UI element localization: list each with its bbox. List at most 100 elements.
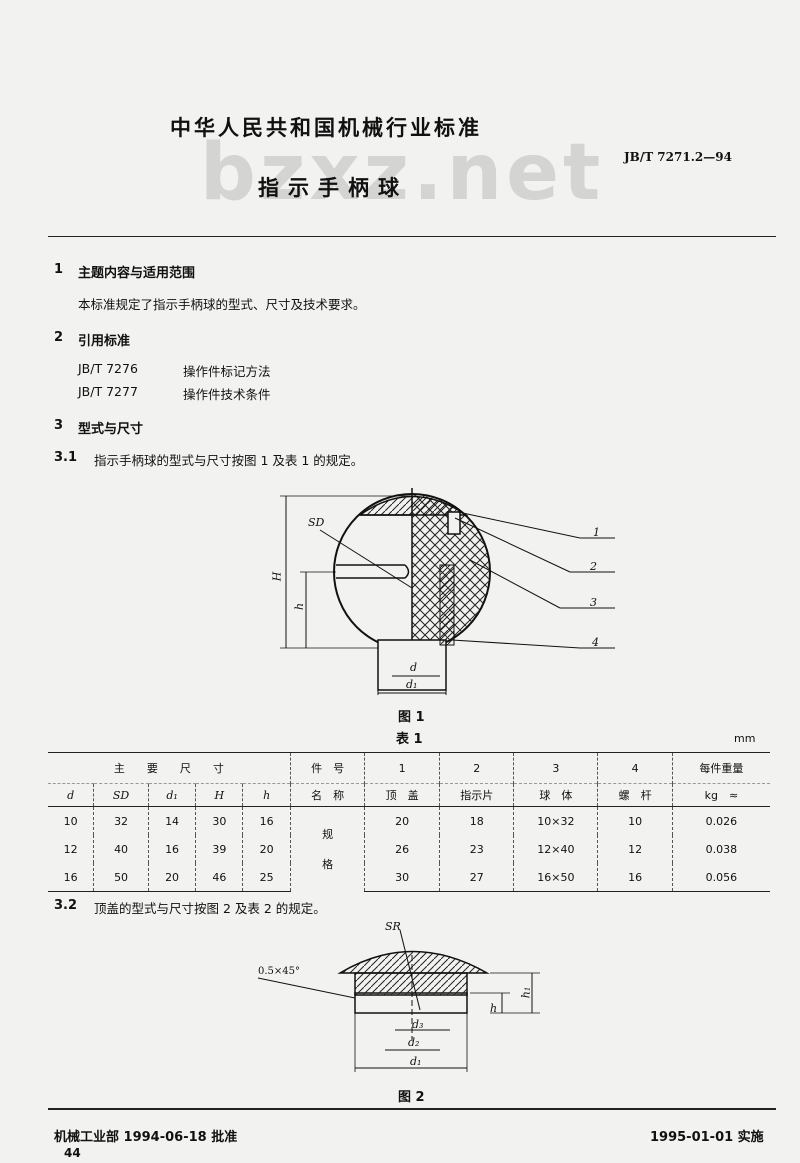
footer-rule bbox=[48, 1108, 776, 1110]
cell-h: 25 bbox=[242, 863, 291, 892]
cell-p3: 10×32 bbox=[513, 806, 598, 835]
ref-1-code: JB/T 7276 bbox=[78, 361, 138, 376]
section-2-number: 2 bbox=[54, 330, 64, 345]
cell-p2: 27 bbox=[438, 863, 514, 892]
cell-sd: 50 bbox=[93, 863, 149, 892]
spec-label-2: 格 bbox=[322, 858, 334, 872]
part-name-1: 顶 盖 bbox=[364, 783, 440, 807]
section-3-number: 3 bbox=[54, 418, 64, 433]
ref-2-name: 操作件技术条件 bbox=[183, 387, 271, 402]
section-3-1-text: 指示手柄球的型式与尺寸按图 1 及表 1 的规定。 bbox=[94, 453, 364, 468]
table-row: 12 40 16 39 20 26 23 12×40 12 0.038 bbox=[48, 835, 770, 863]
table-header-row-1: 主 要 尺 寸 件 号 1 2 3 4 每件重量 bbox=[48, 752, 770, 784]
subhead-h: h bbox=[242, 783, 291, 807]
fig1-label-d: d bbox=[410, 661, 418, 674]
section-3-2-text: 顶盖的型式与尺寸按图 2 及表 2 的规定。 bbox=[94, 901, 326, 916]
table-1-caption: 表 1 bbox=[396, 732, 423, 747]
cell-h: 16 bbox=[242, 806, 291, 835]
fig1-callout-1: 1 bbox=[593, 526, 600, 539]
cell-p4: 12 bbox=[597, 835, 673, 863]
section-3-2-number: 3.2 bbox=[54, 898, 78, 913]
cell-p2: 23 bbox=[438, 835, 514, 863]
part-name-3: 球 体 bbox=[513, 783, 598, 807]
fig2-label-d1: d₁ bbox=[410, 1055, 422, 1068]
fig2-label-d2: d₂ bbox=[408, 1036, 420, 1049]
cell-sd: 32 bbox=[93, 806, 149, 835]
page-number: 44 bbox=[64, 1146, 81, 1160]
section-1-text: 本标准规定了指示手柄球的型式、尺寸及技术要求。 bbox=[78, 297, 366, 312]
fig1-callout-4: 4 bbox=[592, 636, 599, 649]
fig1-callout-2: 2 bbox=[590, 560, 597, 573]
table-1: 主 要 尺 寸 件 号 1 2 3 4 每件重量 d SD d₁ H h 名 称… bbox=[48, 752, 770, 892]
cell-p1: 26 bbox=[364, 835, 440, 863]
subhead-H: H bbox=[195, 783, 243, 807]
cell-p3: 12×40 bbox=[513, 835, 598, 863]
cell-H: 46 bbox=[195, 863, 243, 892]
cell-p4: 10 bbox=[597, 806, 673, 835]
cell-p3: 16×50 bbox=[513, 863, 598, 892]
spec-label: 规 格 bbox=[289, 806, 365, 892]
cell-sd: 40 bbox=[93, 835, 149, 863]
part-name-2: 指示片 bbox=[438, 783, 514, 807]
subhead-d: d bbox=[48, 783, 94, 807]
standard-code: JB/T 7271.2—94 bbox=[624, 150, 732, 164]
header-col-1: 1 bbox=[364, 752, 440, 784]
cell-p1: 30 bbox=[364, 863, 440, 892]
figure-2-caption: 图 2 bbox=[398, 1090, 425, 1105]
ref-2-code: JB/T 7277 bbox=[78, 384, 138, 399]
fig2-label-chamfer: 0.5×45° bbox=[258, 966, 301, 977]
part-name-4: 螺 杆 bbox=[597, 783, 673, 807]
table-header-row-2: d SD d₁ H h 名 称 顶 盖 指示片 球 体 螺 杆 kg ≈ bbox=[48, 783, 770, 807]
fig2-label-h1: h₁ bbox=[519, 986, 533, 999]
cell-weight: 0.038 bbox=[671, 835, 770, 863]
cell-d1: 20 bbox=[147, 863, 196, 892]
header-weight: 每件重量 bbox=[671, 752, 770, 784]
footer-implement: 1995-01-01 实施 bbox=[650, 1130, 764, 1145]
cell-H: 30 bbox=[195, 806, 243, 835]
section-3-title: 型式与尺寸 bbox=[78, 422, 144, 437]
section-3-1-number: 3.1 bbox=[54, 450, 78, 465]
fig1-label-d1: d₁ bbox=[406, 678, 418, 691]
subhead-sd: SD bbox=[93, 783, 149, 807]
header-rule bbox=[48, 236, 776, 237]
fig2-label-sr: SR bbox=[385, 920, 401, 933]
section-1-number: 1 bbox=[54, 262, 64, 277]
table-1-unit: mm bbox=[734, 732, 756, 745]
fig1-label-sd: SD bbox=[308, 516, 325, 529]
standard-org-title: 中华人民共和国机械行业标准 bbox=[170, 116, 482, 140]
fig1-callout-3: 3 bbox=[590, 596, 597, 609]
weight-unit: kg ≈ bbox=[671, 783, 770, 807]
fig1-label-h: h bbox=[293, 602, 307, 611]
spec-label-1: 规 bbox=[322, 828, 334, 842]
section-1-title: 主题内容与适用范围 bbox=[78, 266, 196, 281]
cell-d1: 14 bbox=[147, 806, 196, 835]
table-row: 10 32 14 30 16 规 格 20 18 10×32 10 0.026 bbox=[48, 806, 770, 892]
fig1-label-H: H bbox=[270, 571, 284, 582]
cell-p2: 18 bbox=[438, 806, 514, 835]
cell-h: 20 bbox=[242, 835, 291, 863]
cell-H: 39 bbox=[195, 835, 243, 863]
cell-p4: 16 bbox=[597, 863, 673, 892]
figure-1-caption: 图 1 bbox=[398, 710, 425, 725]
cell-weight: 0.026 bbox=[671, 806, 770, 835]
subhead-d1: d₁ bbox=[147, 783, 196, 807]
section-2-title: 引用标准 bbox=[78, 334, 131, 349]
cell-d1: 16 bbox=[147, 835, 196, 863]
header-col-4: 4 bbox=[597, 752, 673, 784]
ref-1-name: 操作件标记方法 bbox=[183, 364, 271, 379]
cell-d: 12 bbox=[63, 842, 78, 856]
footer-approved: 机械工业部 1994-06-18 批准 bbox=[54, 1130, 238, 1145]
subhead-name: 名 称 bbox=[289, 783, 365, 807]
header-part-no: 件 号 bbox=[289, 752, 365, 784]
header-col-3: 3 bbox=[513, 752, 598, 784]
cell-p1: 20 bbox=[364, 806, 440, 835]
table-row: 16 50 20 46 25 30 27 16×50 16 0.056 bbox=[48, 863, 770, 892]
cell-weight: 0.056 bbox=[671, 863, 770, 892]
fig2-label-h: h bbox=[490, 1002, 498, 1015]
cell-d: 10 bbox=[63, 814, 78, 828]
fig2-label-d3: d₃ bbox=[412, 1018, 424, 1031]
watermark: bzxz.net bbox=[200, 128, 605, 218]
cell-d: 16 bbox=[48, 863, 94, 892]
header-col-2: 2 bbox=[438, 752, 514, 784]
